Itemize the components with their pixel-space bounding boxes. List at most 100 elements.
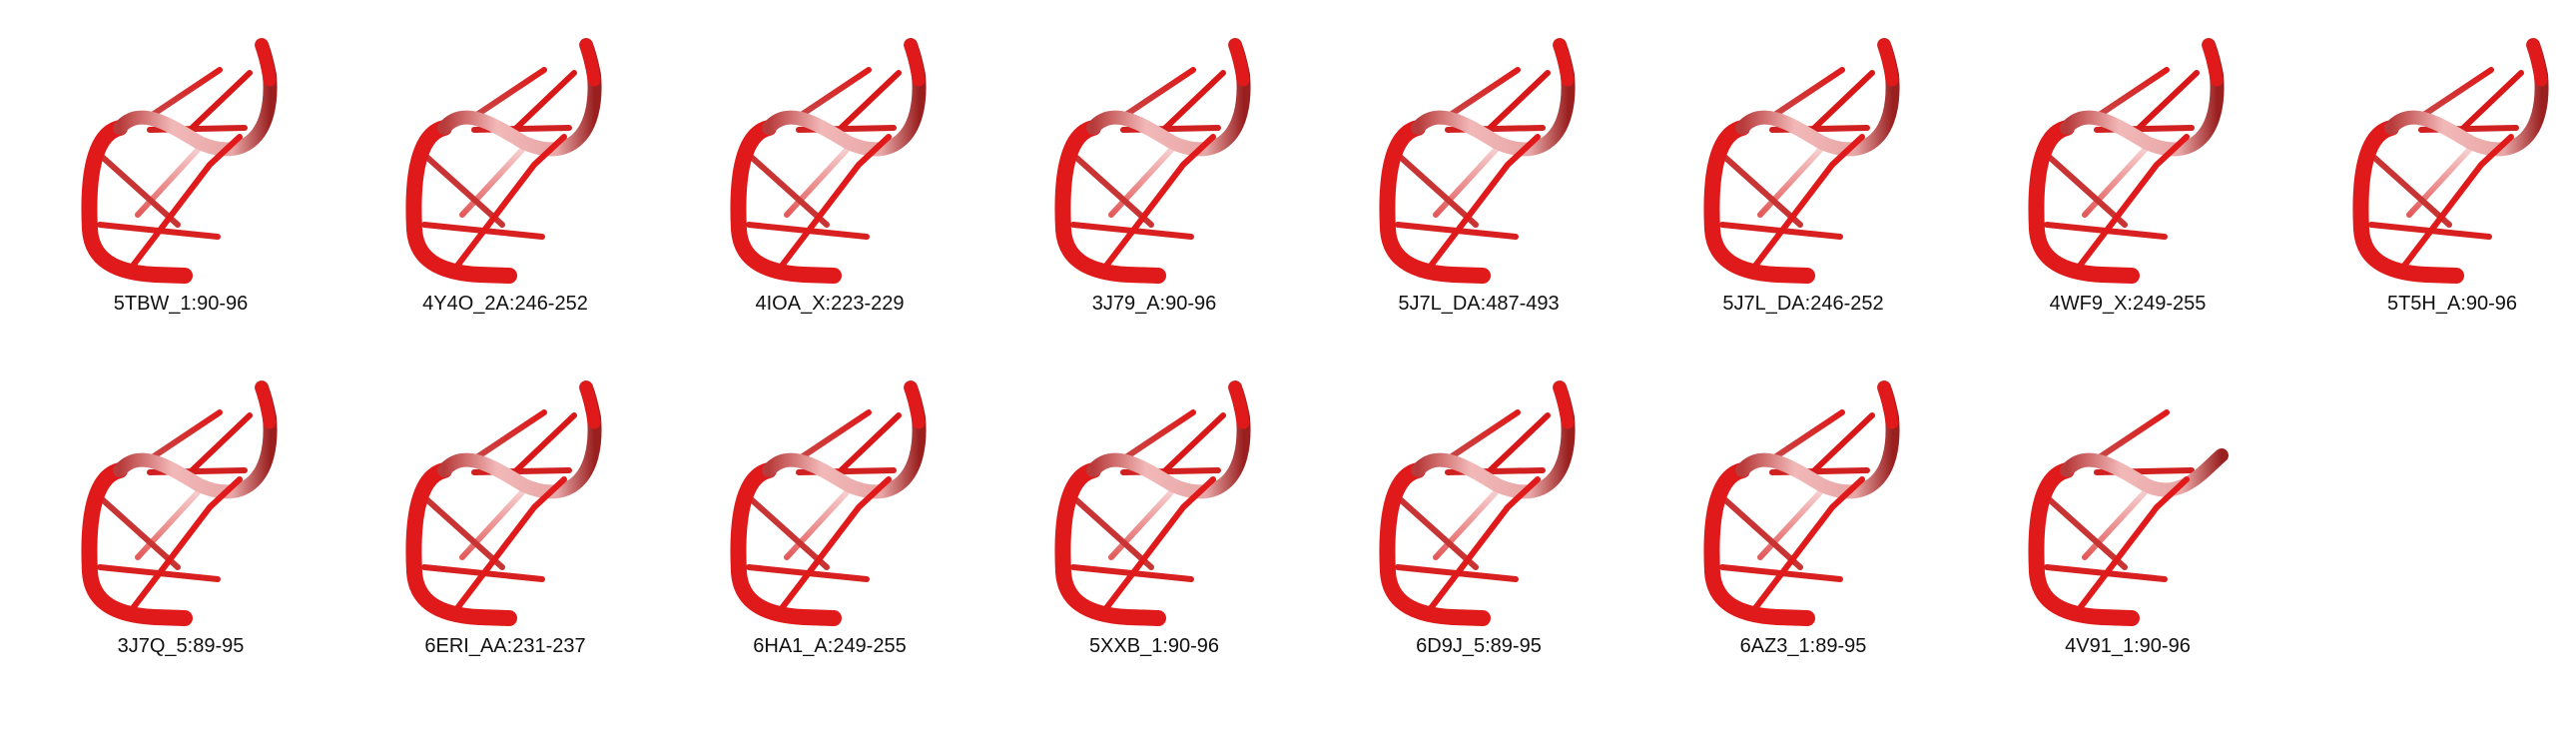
strand-spike <box>1115 67 1196 123</box>
backbone-main <box>1703 462 1815 626</box>
structure-label: 5TBW_1:90-96 <box>113 293 249 315</box>
structure-label: 5T5H_A:90-96 <box>2386 293 2518 315</box>
strand-spike <box>142 409 223 465</box>
strand-spike <box>791 409 872 465</box>
strand-spike <box>142 67 223 123</box>
structure-label: 6ERI_AA:231-237 <box>424 635 586 657</box>
strand-right <box>506 412 577 480</box>
strand-right <box>1480 70 1551 138</box>
strand-cross <box>746 152 830 228</box>
rna-backbone-render <box>2028 38 2225 284</box>
strand-diagonal <box>459 147 525 218</box>
backbone-hook <box>904 380 926 429</box>
rna-backbone-render <box>730 380 927 626</box>
strand-right <box>831 70 902 138</box>
backbone-main <box>1379 120 1491 284</box>
strand-front <box>1749 476 1865 615</box>
rna-backbone-render <box>1379 380 1576 626</box>
backbone-arc <box>1411 380 1576 499</box>
structure-panel: 4IOA_X:223-229 <box>669 0 990 340</box>
strand-right <box>2453 70 2524 138</box>
strand-cross <box>421 152 505 228</box>
backbone-arc <box>437 380 602 499</box>
strand-front <box>451 476 567 615</box>
structure-label: 4V91_1:90-96 <box>2065 635 2191 657</box>
rna-backbone-render <box>1054 380 1251 626</box>
rna-backbone-render <box>2352 38 2549 284</box>
strand-front <box>1100 476 1216 615</box>
strand-front <box>2074 134 2190 273</box>
strand-diagonal <box>1108 489 1174 560</box>
backbone-hook <box>579 380 601 429</box>
backbone-main <box>81 120 193 284</box>
strand-right <box>182 412 253 480</box>
rna-backbone-render <box>405 38 602 284</box>
structure-label: 5J7L_DA:246-252 <box>1722 293 1884 315</box>
structure-label: 6HA1_A:249-255 <box>753 635 907 657</box>
backbone-hook <box>255 380 277 429</box>
strand-spike <box>1440 67 1521 123</box>
strand-diagonal <box>2082 147 2148 218</box>
strand-diagonal <box>784 147 850 218</box>
rna-backbone-render <box>1379 38 1576 284</box>
strand-spike <box>466 409 547 465</box>
strand-front <box>2398 134 2514 273</box>
strand-cross <box>1719 152 1803 228</box>
structure-panel: 6AZ3_1:89-95 <box>1642 343 1964 682</box>
strand-right <box>182 70 253 138</box>
structure-panel: 3J7Q_5:89-95 <box>20 343 341 682</box>
structure-label: 3J7Q_5:89-95 <box>117 635 245 657</box>
backbone-main <box>730 120 842 284</box>
strand-cross <box>2044 152 2128 228</box>
backbone-hook <box>904 38 926 87</box>
strand-front <box>451 134 567 273</box>
backbone-arc <box>2384 38 2549 157</box>
backbone-arc <box>1735 380 1900 499</box>
strand-cross <box>97 494 181 570</box>
backbone-main <box>1379 462 1491 626</box>
rna-backbone-render <box>730 38 927 284</box>
strand-front <box>776 476 892 615</box>
strand-right <box>1155 70 1226 138</box>
backbone-hook <box>579 38 601 87</box>
strand-spike <box>1764 67 1845 123</box>
structure-label: 5XXB_1:90-96 <box>1088 635 1220 657</box>
strand-spike <box>1764 409 1845 465</box>
structure-label: 4IOA_X:223-229 <box>755 293 905 315</box>
structure-label: 6D9J_5:89-95 <box>1416 635 1542 657</box>
strand-right <box>2129 70 2200 138</box>
rna-backbone-render <box>81 380 278 626</box>
backbone-main <box>2028 462 2140 626</box>
rna-backbone-render <box>1054 38 1251 284</box>
structure-panel: 6ERI_AA:231-237 <box>344 343 666 682</box>
strand-diagonal <box>1433 489 1499 560</box>
strand-cross <box>421 494 505 570</box>
backbone-arc <box>1735 38 1900 157</box>
backbone-hook <box>2526 38 2548 87</box>
strand-diagonal <box>135 489 201 560</box>
backbone-main <box>405 462 517 626</box>
structure-panel: 4V91_1:90-96 <box>1967 343 2288 682</box>
structure-panel: 5XXB_1:90-96 <box>993 343 1315 682</box>
strand-diagonal <box>1433 147 1499 218</box>
strand-diagonal <box>784 489 850 560</box>
structure-panel: 3J79_A:90-96 <box>993 0 1315 340</box>
structure-panel: 6D9J_5:89-95 <box>1318 343 1639 682</box>
backbone-main <box>1703 120 1815 284</box>
structure-label: 4WF9_X:249-255 <box>2049 293 2207 315</box>
backbone-arc <box>1086 38 1251 157</box>
strand-spike <box>791 67 872 123</box>
backbone-arc <box>2060 38 2225 157</box>
structure-panel: 5J7L_DA:246-252 <box>1642 0 1964 340</box>
backbone-hook <box>1553 38 1575 87</box>
structure-label: 5J7L_DA:487-493 <box>1398 293 1560 315</box>
backbone-arc <box>762 38 927 157</box>
strand-spike <box>466 67 547 123</box>
strand-front <box>1425 134 1541 273</box>
backbone-hook <box>2202 38 2224 87</box>
structure-label: 6AZ3_1:89-95 <box>1739 635 1867 657</box>
backbone-arc <box>762 380 927 499</box>
strand-cross <box>1070 152 1154 228</box>
strand-spike <box>2089 67 2170 123</box>
strand-cross <box>2044 494 2128 570</box>
